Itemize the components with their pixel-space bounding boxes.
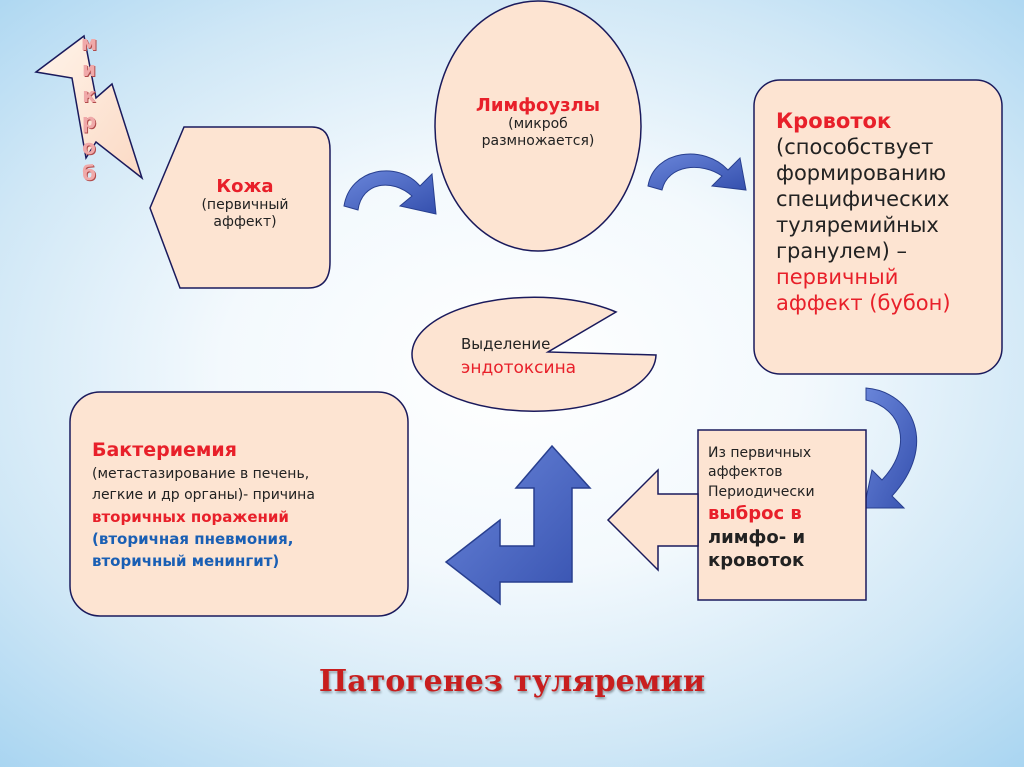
bloodstream-line: гранулем) – [776, 239, 907, 264]
microbe-letter: м [80, 31, 98, 55]
bent-arrow-up-left [444, 444, 592, 606]
microbe-vertical-label: м и к р о б [78, 30, 100, 186]
skin-line: (первичный [201, 197, 289, 214]
microbe-letter: б [82, 161, 96, 185]
bloodstream-line: формированию [776, 161, 947, 186]
skin-title: Кожа [216, 176, 274, 197]
bacteremia-red-line: вторичных поражений [92, 507, 289, 526]
bloodstream-box [753, 79, 1003, 375]
release-line: Из первичных [708, 445, 812, 461]
bacteremia-box [69, 391, 409, 617]
curved-arrow-lymph-to-blood [647, 153, 747, 191]
lymph-node-ellipse [434, 0, 642, 252]
skin-line: аффект) [213, 213, 277, 230]
bacteremia-blue-line: вторичный менингит) [92, 551, 280, 570]
skin-node-label: Кожа (первичный аффект) [170, 176, 320, 230]
bloodstream-node-label: Кровоток (способствует формированию спец… [776, 108, 996, 316]
arrow-left-from-release [606, 468, 699, 572]
bacteremia-node-label: Бактериемия (метастазирование в печень, … [92, 436, 392, 572]
bloodstream-red-line: аффект (бубон) [776, 291, 951, 316]
release-bold-line: кровоток [708, 550, 805, 572]
bloodstream-title: Кровоток [776, 109, 892, 133]
page-title: Патогенез туляремии [318, 664, 706, 699]
microbe-letter: к [82, 83, 96, 107]
bacteremia-line: (метастазирование в печень, [92, 466, 310, 483]
microbe-letter: о [82, 135, 96, 159]
curved-arrow-blood-to-release [863, 387, 918, 509]
curved-arrow-skin-to-lymph [343, 170, 437, 215]
lymph-line: размножается) [481, 132, 595, 149]
endotoxin-line: Выделение [461, 335, 551, 353]
lymph-title: Лимфоузлы [475, 95, 601, 116]
bloodstream-line: туляремийных [776, 213, 939, 238]
bloodstream-line: специфических [776, 187, 950, 212]
bacteremia-blue-line: (вторичная пневмония, [92, 529, 294, 548]
microbe-lightning-shape [34, 34, 144, 181]
bacteremia-line: легкие и др органы)- причина [92, 486, 315, 503]
bloodstream-line: (способствует [776, 135, 934, 160]
release-node-label: Из первичных аффектов Периодически выбро… [708, 444, 858, 573]
release-bold-line: лимфо- и [708, 526, 806, 548]
release-line: аффектов [708, 464, 783, 481]
lymph-node-label: Лимфоузлы (микроб размножается) [448, 95, 628, 149]
bloodstream-red-line: первичный [776, 265, 899, 290]
microbe-letter: и [81, 57, 96, 81]
bacteremia-title: Бактериемия [92, 439, 237, 461]
release-line: Периодически [708, 483, 815, 500]
microbe-letter: р [81, 109, 97, 133]
endotoxin-node-label: Выделение эндотоксина [461, 334, 631, 380]
endotoxin-pacman-shape [411, 296, 657, 412]
release-red-line: выброс в [708, 502, 802, 524]
skin-hexagon-shape [149, 126, 331, 289]
endotoxin-red-line: эндотоксина [461, 357, 577, 378]
lymph-line: (микроб [508, 116, 568, 133]
